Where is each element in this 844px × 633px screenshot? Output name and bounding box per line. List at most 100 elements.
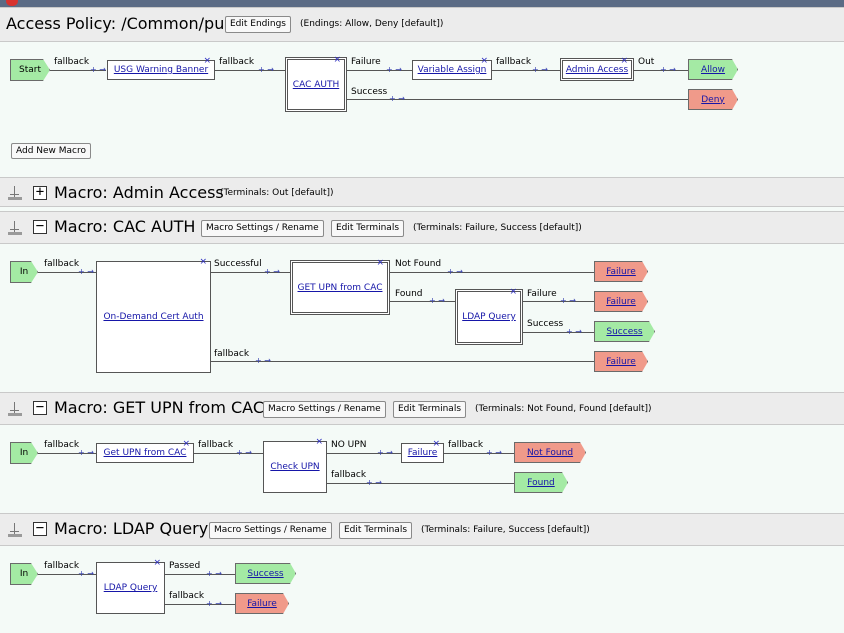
collapse-icon[interactable]: − <box>33 520 47 536</box>
macro-ldap-query[interactable]: LDAP Query × <box>455 287 523 345</box>
macro-settings-button[interactable]: Macro Settings / Rename <box>209 522 332 539</box>
ending-failure[interactable]: Failure <box>594 351 648 372</box>
action-variable-assign[interactable]: Variable Assign × <box>412 56 492 80</box>
connector-line <box>211 272 290 273</box>
ending-link[interactable]: Not Found <box>526 447 574 458</box>
add-action-icon[interactable]: + → <box>90 65 106 74</box>
action-link[interactable]: Failure <box>407 448 438 458</box>
drag-handle-icon[interactable] <box>8 402 22 416</box>
add-action-icon[interactable]: + → <box>486 448 502 457</box>
ending-link[interactable]: Success <box>247 568 284 579</box>
remove-icon[interactable]: × <box>432 439 440 449</box>
edit-terminals-button[interactable]: Edit Terminals <box>331 220 405 237</box>
macro-cac-auth[interactable]: CAC AUTH × <box>285 55 347 112</box>
remove-icon[interactable]: × <box>199 257 207 267</box>
ending-link[interactable]: Failure <box>606 356 636 367</box>
remove-icon[interactable]: × <box>153 558 161 568</box>
action-link[interactable]: Check UPN <box>270 462 320 472</box>
action-link[interactable]: Variable Assign <box>417 65 487 75</box>
add-action-icon[interactable]: + → <box>389 94 405 103</box>
ending-link[interactable]: Failure <box>247 598 277 609</box>
action-link[interactable]: Admin Access <box>565 64 629 75</box>
app-logo-icon <box>6 0 18 6</box>
ending-failure[interactable]: Failure <box>594 291 648 312</box>
action-on-demand-cert-auth[interactable]: On-Demand Cert Auth × <box>96 257 211 373</box>
add-action-icon[interactable]: + → <box>532 65 548 74</box>
add-action-icon[interactable]: + → <box>264 267 280 276</box>
action-usg-banner[interactable]: USG Warning Banner × <box>107 56 215 80</box>
remove-icon[interactable]: × <box>315 437 323 447</box>
add-new-macro-button[interactable]: Add New Macro <box>11 143 92 159</box>
action-link[interactable]: Get UPN from CAC <box>103 448 187 458</box>
ending-success[interactable]: Success <box>594 321 655 342</box>
drag-handle-icon[interactable] <box>8 523 22 537</box>
remove-icon[interactable]: × <box>203 56 211 66</box>
add-action-icon[interactable]: + → <box>386 65 402 74</box>
action-failure[interactable]: Failure × <box>401 439 444 463</box>
action-link[interactable]: LDAP Query <box>462 312 516 322</box>
macro-get-upn-from-cac[interactable]: GET UPN from CAC × <box>290 258 390 315</box>
ending-link[interactable]: Failure <box>606 296 636 307</box>
ending-found[interactable]: Found <box>514 472 568 493</box>
add-action-icon[interactable]: + → <box>566 327 582 336</box>
macro-settings-button[interactable]: Macro Settings / Rename <box>263 401 386 418</box>
action-link[interactable]: On-Demand Cert Auth <box>103 312 204 322</box>
action-link[interactable]: USG Warning Banner <box>113 65 209 75</box>
ending-failure[interactable]: Failure <box>594 261 648 282</box>
ending-link[interactable]: Allow <box>700 64 726 75</box>
ending-link[interactable]: Deny <box>701 94 725 105</box>
action-link[interactable]: LDAP Query <box>103 583 158 593</box>
add-action-icon[interactable]: + → <box>255 356 271 365</box>
add-action-icon[interactable]: + → <box>258 65 274 74</box>
add-action-icon[interactable]: + → <box>236 448 252 457</box>
connector-line <box>523 301 594 302</box>
edit-terminals-button[interactable]: Edit Terminals <box>339 522 413 539</box>
collapse-icon[interactable]: − <box>33 399 47 415</box>
add-action-icon[interactable]: + → <box>660 65 676 74</box>
remove-icon[interactable]: × <box>509 287 517 297</box>
remove-icon[interactable]: × <box>620 56 628 66</box>
add-action-icon[interactable]: + → <box>78 569 94 578</box>
branch-label: Failure <box>351 57 381 67</box>
add-action-icon[interactable]: + → <box>78 267 94 276</box>
action-link[interactable]: CAC AUTH <box>292 79 340 90</box>
remove-icon[interactable]: × <box>480 56 488 66</box>
connector-line <box>38 453 96 454</box>
action-check-upn[interactable]: Check UPN × <box>263 437 327 493</box>
remove-icon[interactable]: × <box>376 258 384 268</box>
ending-failure[interactable]: Failure <box>235 593 289 614</box>
collapse-icon[interactable]: − <box>33 218 47 234</box>
expand-icon[interactable]: + <box>33 184 47 200</box>
connector-line <box>38 272 96 273</box>
add-action-icon[interactable]: + → <box>377 448 393 457</box>
policy-endings: (Endings: Allow, Deny [default]) <box>300 19 444 29</box>
remove-icon[interactable]: × <box>182 439 190 449</box>
action-link[interactable]: GET UPN from CAC <box>297 282 383 293</box>
action-get-upn-from-cac[interactable]: Get UPN from CAC × <box>96 439 194 463</box>
action-ldap-query[interactable]: LDAP Query × <box>96 558 165 614</box>
connector-line <box>165 574 235 575</box>
branch-label: fallback <box>44 259 80 269</box>
add-action-icon[interactable]: + → <box>447 267 463 276</box>
remove-icon[interactable]: × <box>333 55 341 65</box>
add-action-icon[interactable]: + → <box>429 296 445 305</box>
edit-endings-button[interactable]: Edit Endings <box>225 16 291 33</box>
ending-deny[interactable]: Deny <box>688 89 738 110</box>
add-action-icon[interactable]: + → <box>560 296 576 305</box>
ending-link[interactable]: Failure <box>606 266 636 277</box>
edit-terminals-button[interactable]: Edit Terminals <box>393 401 467 418</box>
drag-handle-icon[interactable] <box>8 221 22 235</box>
add-action-icon[interactable]: + → <box>366 478 382 487</box>
add-action-icon[interactable]: + → <box>206 599 222 608</box>
add-action-icon[interactable]: + → <box>78 448 94 457</box>
ending-not-found[interactable]: Not Found <box>514 442 586 463</box>
add-action-icon[interactable]: + → <box>206 569 222 578</box>
ending-link[interactable]: Found <box>527 477 555 488</box>
drag-handle-icon[interactable] <box>8 186 22 200</box>
macro-admin-access[interactable]: Admin Access × <box>560 56 634 81</box>
ending-success[interactable]: Success <box>235 563 296 584</box>
ending-link[interactable]: Success <box>606 326 643 337</box>
macro-settings-button[interactable]: Macro Settings / Rename <box>201 220 324 237</box>
ending-allow[interactable]: Allow <box>688 59 738 80</box>
macro-terminals: (Terminals: Not Found, Found [default]) <box>475 404 652 414</box>
